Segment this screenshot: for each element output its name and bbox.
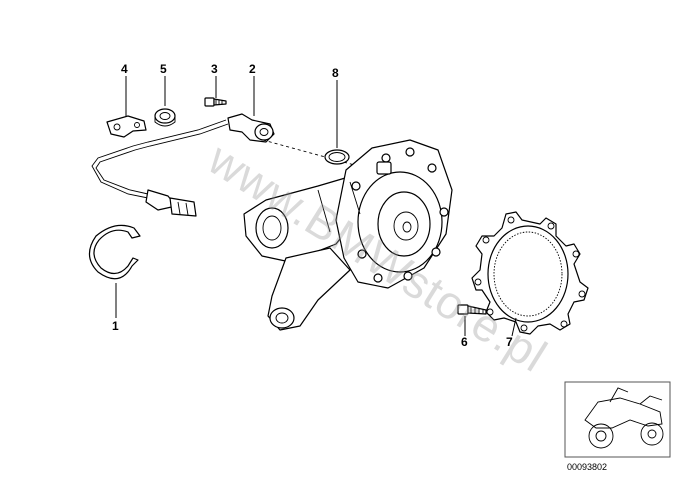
motorcycle-thumbnail — [564, 381, 671, 458]
part-7-sensor-ring[interactable] — [471, 211, 589, 335]
part-2-sensor[interactable] — [91, 113, 381, 217]
callout-2: 2 — [249, 62, 256, 76]
part-8-o-ring[interactable] — [324, 149, 350, 165]
leader-lines — [115, 76, 517, 337]
main-housing-assembly[interactable] — [243, 139, 453, 331]
callout-8: 8 — [332, 66, 339, 80]
callout-4: 4 — [121, 62, 128, 76]
part-1-clamp-ring[interactable] — [88, 224, 141, 280]
motorcycle-icon — [584, 387, 664, 449]
callout-5: 5 — [160, 62, 167, 76]
callout-3: 3 — [211, 62, 218, 76]
part-3-screw[interactable] — [204, 97, 227, 107]
part-5-grommet[interactable] — [154, 108, 176, 127]
callout-7: 7 — [506, 335, 513, 349]
callout-1: 1 — [112, 319, 119, 333]
part-6-screw[interactable] — [457, 304, 487, 315]
callout-6: 6 — [461, 335, 468, 349]
part-4-bracket[interactable] — [106, 115, 147, 138]
reference-number: 00093802 — [567, 462, 607, 472]
